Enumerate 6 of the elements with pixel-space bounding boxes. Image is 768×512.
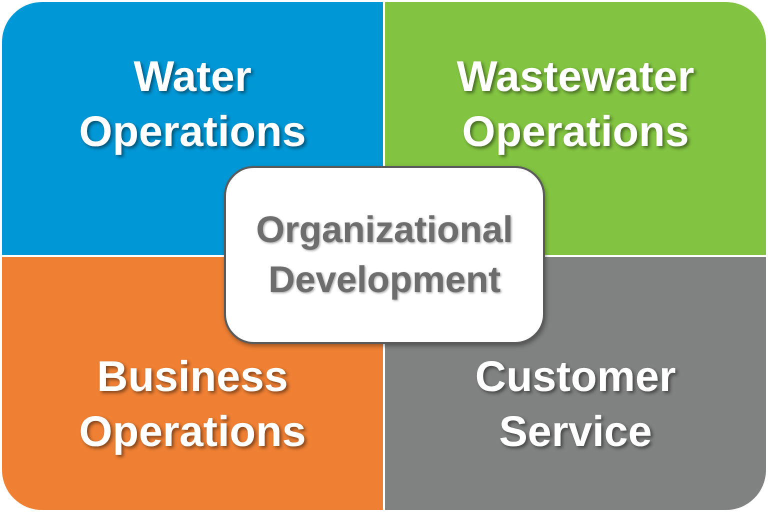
center-label: Organizational Development xyxy=(255,208,514,302)
panel-label: Water Operations xyxy=(78,52,307,158)
panel-label: Business Operations xyxy=(78,352,307,458)
panel-label: Wastewater Operations xyxy=(456,52,696,158)
panel-label: Customer Service xyxy=(474,352,677,458)
center-box xyxy=(224,166,545,344)
